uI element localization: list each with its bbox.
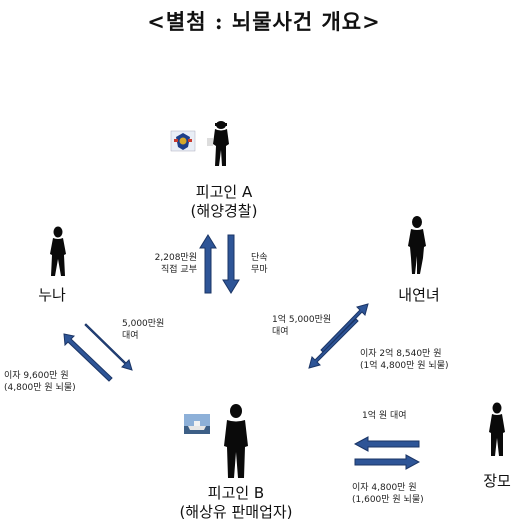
mistress-silhouette-icon xyxy=(408,216,426,274)
defendant-b-role: (해상유 판매업자) xyxy=(179,503,293,521)
mistress-label: 내연녀 xyxy=(398,286,440,304)
edge-label-sister-interest-line2: (4,800만 원 뇌물) xyxy=(4,383,76,393)
edge-label-b-to-a-line1: 2,208만원 xyxy=(154,253,197,263)
edge-label-father-loan: 1억 원 대여 xyxy=(362,411,407,421)
arrow-father-to-b xyxy=(354,436,420,452)
edge-label-father-interest: 이자 4,800만 원 (1,600만 원 뇌물) xyxy=(352,482,424,506)
defendant-b-label: 피고인 B (해상유 판매업자) xyxy=(160,484,312,522)
defendant-a-role: (해양경찰) xyxy=(190,202,258,220)
father-in-law-label: 장모 xyxy=(483,472,511,490)
sister-label: 누나 xyxy=(38,286,66,304)
defendant-b-name: 피고인 B xyxy=(207,484,265,502)
page-title: <별첨 : 뇌물사건 개요> xyxy=(147,9,381,34)
edge-label-father-interest-line1: 이자 4,800만 원 xyxy=(352,483,417,493)
arrow-down-a-to-b xyxy=(222,234,240,294)
edge-label-sister-interest: 이자 9,600만 원 (4,800만 원 뇌물) xyxy=(4,370,76,394)
edge-label-b-to-a: 2,208만원 직접 교부 xyxy=(145,252,197,276)
defendant-a-label: 피고인 A (해양경찰) xyxy=(156,183,292,221)
edge-label-a-to-b-line1: 단속 xyxy=(251,253,268,263)
edge-label-mistress-loan-line1: 1억 5,000만원 xyxy=(272,315,332,325)
edge-label-a-to-b-line2: 무마 xyxy=(251,265,268,275)
officer-silhouette-icon xyxy=(207,121,229,166)
edge-label-b-to-a-line2: 직접 교부 xyxy=(161,265,197,275)
edge-label-sister-loan-line2: 대여 xyxy=(122,331,139,341)
edge-label-sister-interest-line1: 이자 9,600만 원 xyxy=(4,371,69,381)
edge-label-father-interest-line2: (1,600만 원 뇌물) xyxy=(352,495,424,505)
edge-label-mistress-interest-line1: 이자 2억 8,540만 원 xyxy=(360,349,442,359)
edge-label-mistress-loan-line2: 대여 xyxy=(272,327,289,337)
ship-photo-icon xyxy=(184,414,210,434)
arrow-up-b-to-a xyxy=(199,234,217,294)
edge-label-sister-loan: 5,000만원 대여 xyxy=(122,318,164,342)
father-in-law-silhouette-icon xyxy=(489,402,505,456)
edge-label-a-to-b: 단속 무마 xyxy=(251,252,268,276)
arrow-b-to-father xyxy=(354,454,420,470)
edge-label-sister-loan-line1: 5,000만원 xyxy=(122,319,165,329)
sister-silhouette-icon xyxy=(50,226,66,276)
arrow-sister-to-b xyxy=(84,323,133,371)
edge-label-mistress-interest: 이자 2억 8,540만 원 (1억 4,800만 원 뇌물) xyxy=(360,348,449,372)
edge-label-mistress-interest-line2: (1억 4,800만 원 뇌물) xyxy=(360,361,449,371)
edge-label-mistress-loan: 1억 5,000만원 대여 xyxy=(272,314,331,338)
defendant-b-silhouette-icon xyxy=(224,404,248,478)
defendant-a-name: 피고인 A xyxy=(195,183,253,201)
police-emblem-icon xyxy=(170,130,196,152)
arrow-mistress-to-b xyxy=(308,318,359,369)
arrow-b-to-sister xyxy=(63,333,113,382)
